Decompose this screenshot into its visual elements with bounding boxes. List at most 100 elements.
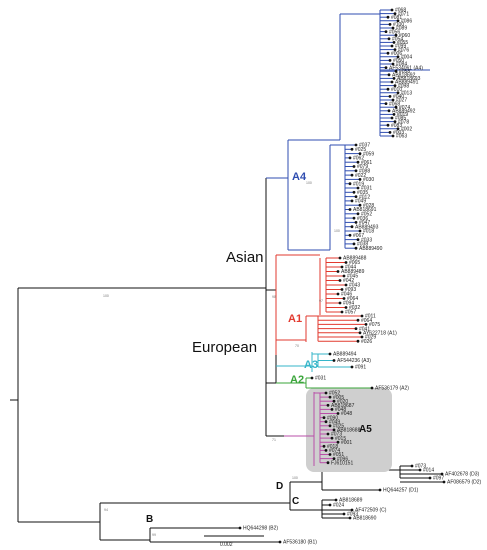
taxon-label: #005 — [333, 395, 344, 401]
taxon-label: #062 — [353, 156, 364, 162]
taxon-label: #031 — [315, 376, 326, 382]
bootstrap-value: 98 — [272, 295, 276, 299]
taxon-label: #011 — [365, 314, 376, 320]
taxon-label: #041 — [359, 326, 370, 332]
taxon-label: #035 — [357, 190, 368, 196]
taxon-label: #010 — [391, 87, 402, 93]
taxon-label: #100 — [393, 22, 404, 28]
taxon-label: #025 — [355, 147, 366, 153]
taxon-label: AB889494 — [333, 352, 357, 358]
a2-connector — [266, 355, 277, 384]
tip-marker — [360, 314, 364, 318]
tip-marker — [344, 283, 348, 287]
taxon-label: #091 — [355, 365, 366, 371]
genotype-c-label: C — [292, 496, 299, 507]
taxon-label: #065 — [349, 260, 360, 266]
taxon-label: #074 — [329, 448, 340, 454]
taxon-label: AB818691 — [353, 207, 377, 213]
bootstrap-value: 71 — [272, 438, 276, 442]
tip-marker — [328, 395, 332, 399]
tip-marker — [364, 323, 368, 326]
tip-marker — [348, 233, 352, 237]
tip-marker — [348, 156, 352, 160]
taxon-label: AB889491 — [395, 80, 419, 86]
tip-marker — [356, 339, 360, 343]
taxon-label: #003 — [393, 130, 404, 136]
tip-marker — [334, 498, 338, 502]
taxon-label: #019 — [397, 112, 408, 118]
taxon-label: #079 — [357, 164, 368, 170]
tip-marker — [328, 503, 332, 507]
tip-marker — [352, 190, 356, 194]
taxon-label: #054 — [392, 37, 403, 43]
taxon-label: #013 — [401, 91, 412, 97]
tip-marker — [356, 186, 360, 190]
taxon-label: #063 — [396, 134, 407, 140]
taxon-label: #099 — [395, 44, 406, 50]
taxon-label: #083 — [391, 123, 402, 129]
tip-marker — [336, 440, 340, 444]
taxon-label: #006 — [391, 51, 402, 57]
taxon-label: #093 — [347, 512, 358, 518]
tip-marker — [356, 238, 360, 242]
taxon-label: AB818690 — [353, 516, 377, 522]
tip-marker — [350, 173, 354, 177]
taxon-label: AB889488 — [343, 256, 367, 262]
tip-marker — [324, 420, 328, 424]
tip-marker — [332, 399, 336, 403]
taxon-label: #088 — [359, 169, 370, 175]
tip-marker — [354, 143, 358, 147]
taxon-label: #086 — [401, 19, 412, 25]
tip-marker — [358, 229, 362, 233]
tip-marker — [354, 221, 358, 224]
tip-marker — [384, 102, 388, 105]
taxon-label: #084 — [396, 62, 407, 68]
bootstrap-value: 100 — [103, 294, 109, 298]
tip-marker — [338, 279, 342, 282]
taxon-label: #089 — [396, 26, 407, 32]
taxon-label: #058 — [399, 69, 410, 75]
tip-marker — [356, 318, 360, 322]
taxon-label: #050 — [393, 58, 404, 64]
tip-marker — [348, 516, 352, 520]
tip-marker — [392, 77, 396, 80]
taxon-label: #068 — [389, 101, 400, 107]
tip-marker — [388, 23, 392, 26]
taxon-label: #037 — [359, 143, 370, 149]
taxon-label: #025 — [333, 424, 344, 430]
genotype-d-label: D — [276, 481, 283, 492]
tip-marker — [393, 84, 397, 87]
taxon-label: #064 — [361, 318, 372, 324]
taxon-label: #061 — [361, 160, 372, 166]
tip-marker — [394, 105, 398, 109]
tip-marker — [440, 472, 444, 476]
taxon-label: #073 — [415, 464, 426, 470]
tip-marker — [387, 73, 391, 77]
genotype-a5-label: A5 — [359, 424, 372, 435]
tip-marker — [356, 212, 360, 216]
taxon-label: #024 — [333, 503, 344, 509]
taxon-label: #090 — [327, 415, 338, 421]
tip-marker — [350, 365, 354, 369]
tree-backbone — [10, 178, 444, 543]
genotype-a4-label: A4 — [292, 171, 307, 183]
tip-marker — [392, 41, 396, 44]
tip-marker — [410, 464, 414, 468]
tip-marker — [330, 408, 334, 411]
genotype-b-label: B — [146, 514, 153, 525]
tip-marker — [384, 30, 388, 33]
region-asian-label: Asian — [226, 249, 264, 266]
tip-marker — [391, 62, 395, 66]
tip-marker — [386, 51, 390, 55]
tip-marker — [350, 225, 354, 229]
tip-marker — [338, 301, 342, 305]
tip-marker — [342, 512, 346, 516]
tip-marker — [344, 261, 348, 264]
tip-marker — [387, 37, 391, 41]
taxon-label: HQ644257 (D1) — [383, 488, 419, 494]
taxon-label: #042 — [343, 278, 354, 284]
tip-marker — [336, 292, 340, 296]
tip-marker — [394, 69, 398, 73]
bootstrap-value: 100 — [306, 181, 312, 185]
tip-marker — [391, 26, 395, 30]
